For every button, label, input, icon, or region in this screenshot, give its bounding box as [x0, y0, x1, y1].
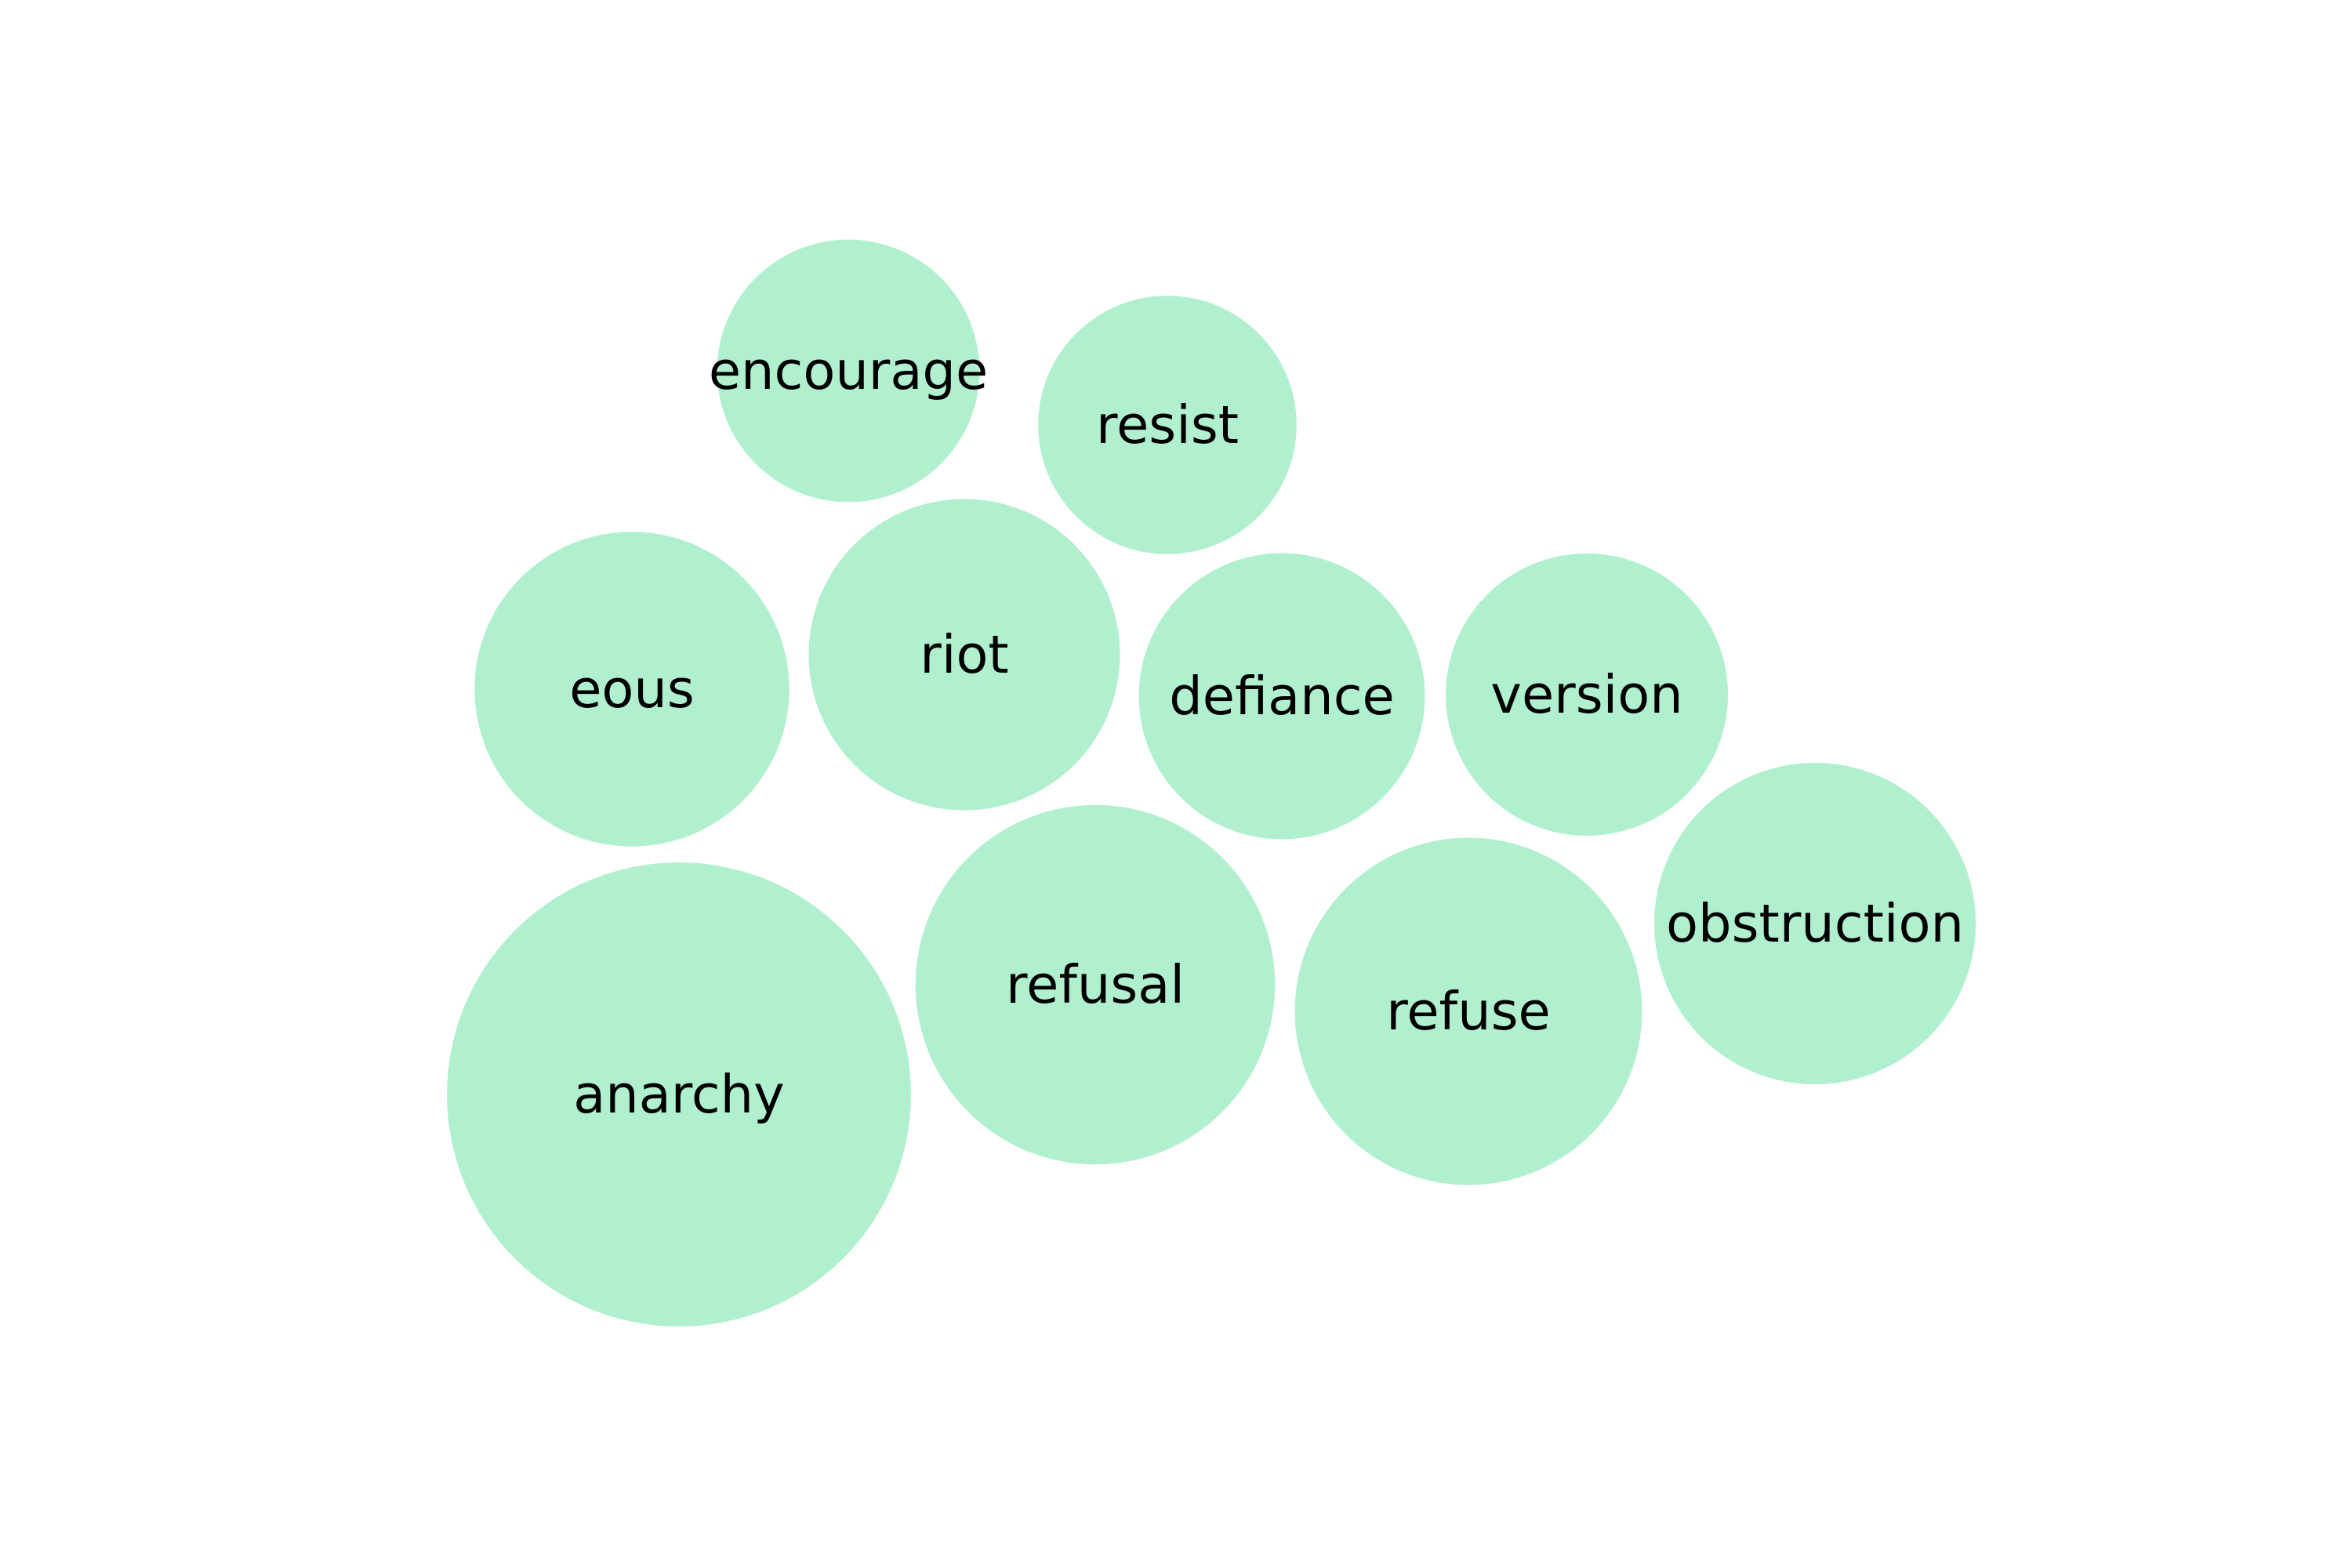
bubble-refuse [1294, 837, 1642, 1185]
bubble-obstruction [1653, 762, 1976, 1085]
bubble-riot [808, 499, 1120, 811]
bubble-label-version: version [1490, 664, 1682, 725]
bubble-label-defiance: defiance [1169, 666, 1395, 727]
bubble-label-refuse: refuse [1386, 981, 1550, 1042]
bubble-encourage [717, 239, 980, 503]
bubble-label-riot: riot [920, 624, 1008, 685]
bubble-label-refusal: refusal [1006, 954, 1185, 1015]
bubble-resist [1038, 296, 1297, 554]
bubble-layer: anarchy refusal refuse obstruction riot eous d… [447, 239, 1976, 1327]
bubble-defiance [1138, 553, 1425, 840]
bubble-version [1445, 553, 1729, 837]
bubble-anarchy [447, 862, 911, 1327]
bubble-label-resist: resist [1096, 394, 1239, 456]
bubble-refusal [915, 804, 1276, 1165]
bubble-label-encourage: encourage [709, 340, 988, 401]
bubble-eous [474, 532, 789, 847]
bubble-label-eous: eous [569, 659, 695, 720]
bubble-label-obstruction: obstruction [1666, 893, 1964, 954]
bubble-label-anarchy: anarchy [573, 1064, 785, 1125]
